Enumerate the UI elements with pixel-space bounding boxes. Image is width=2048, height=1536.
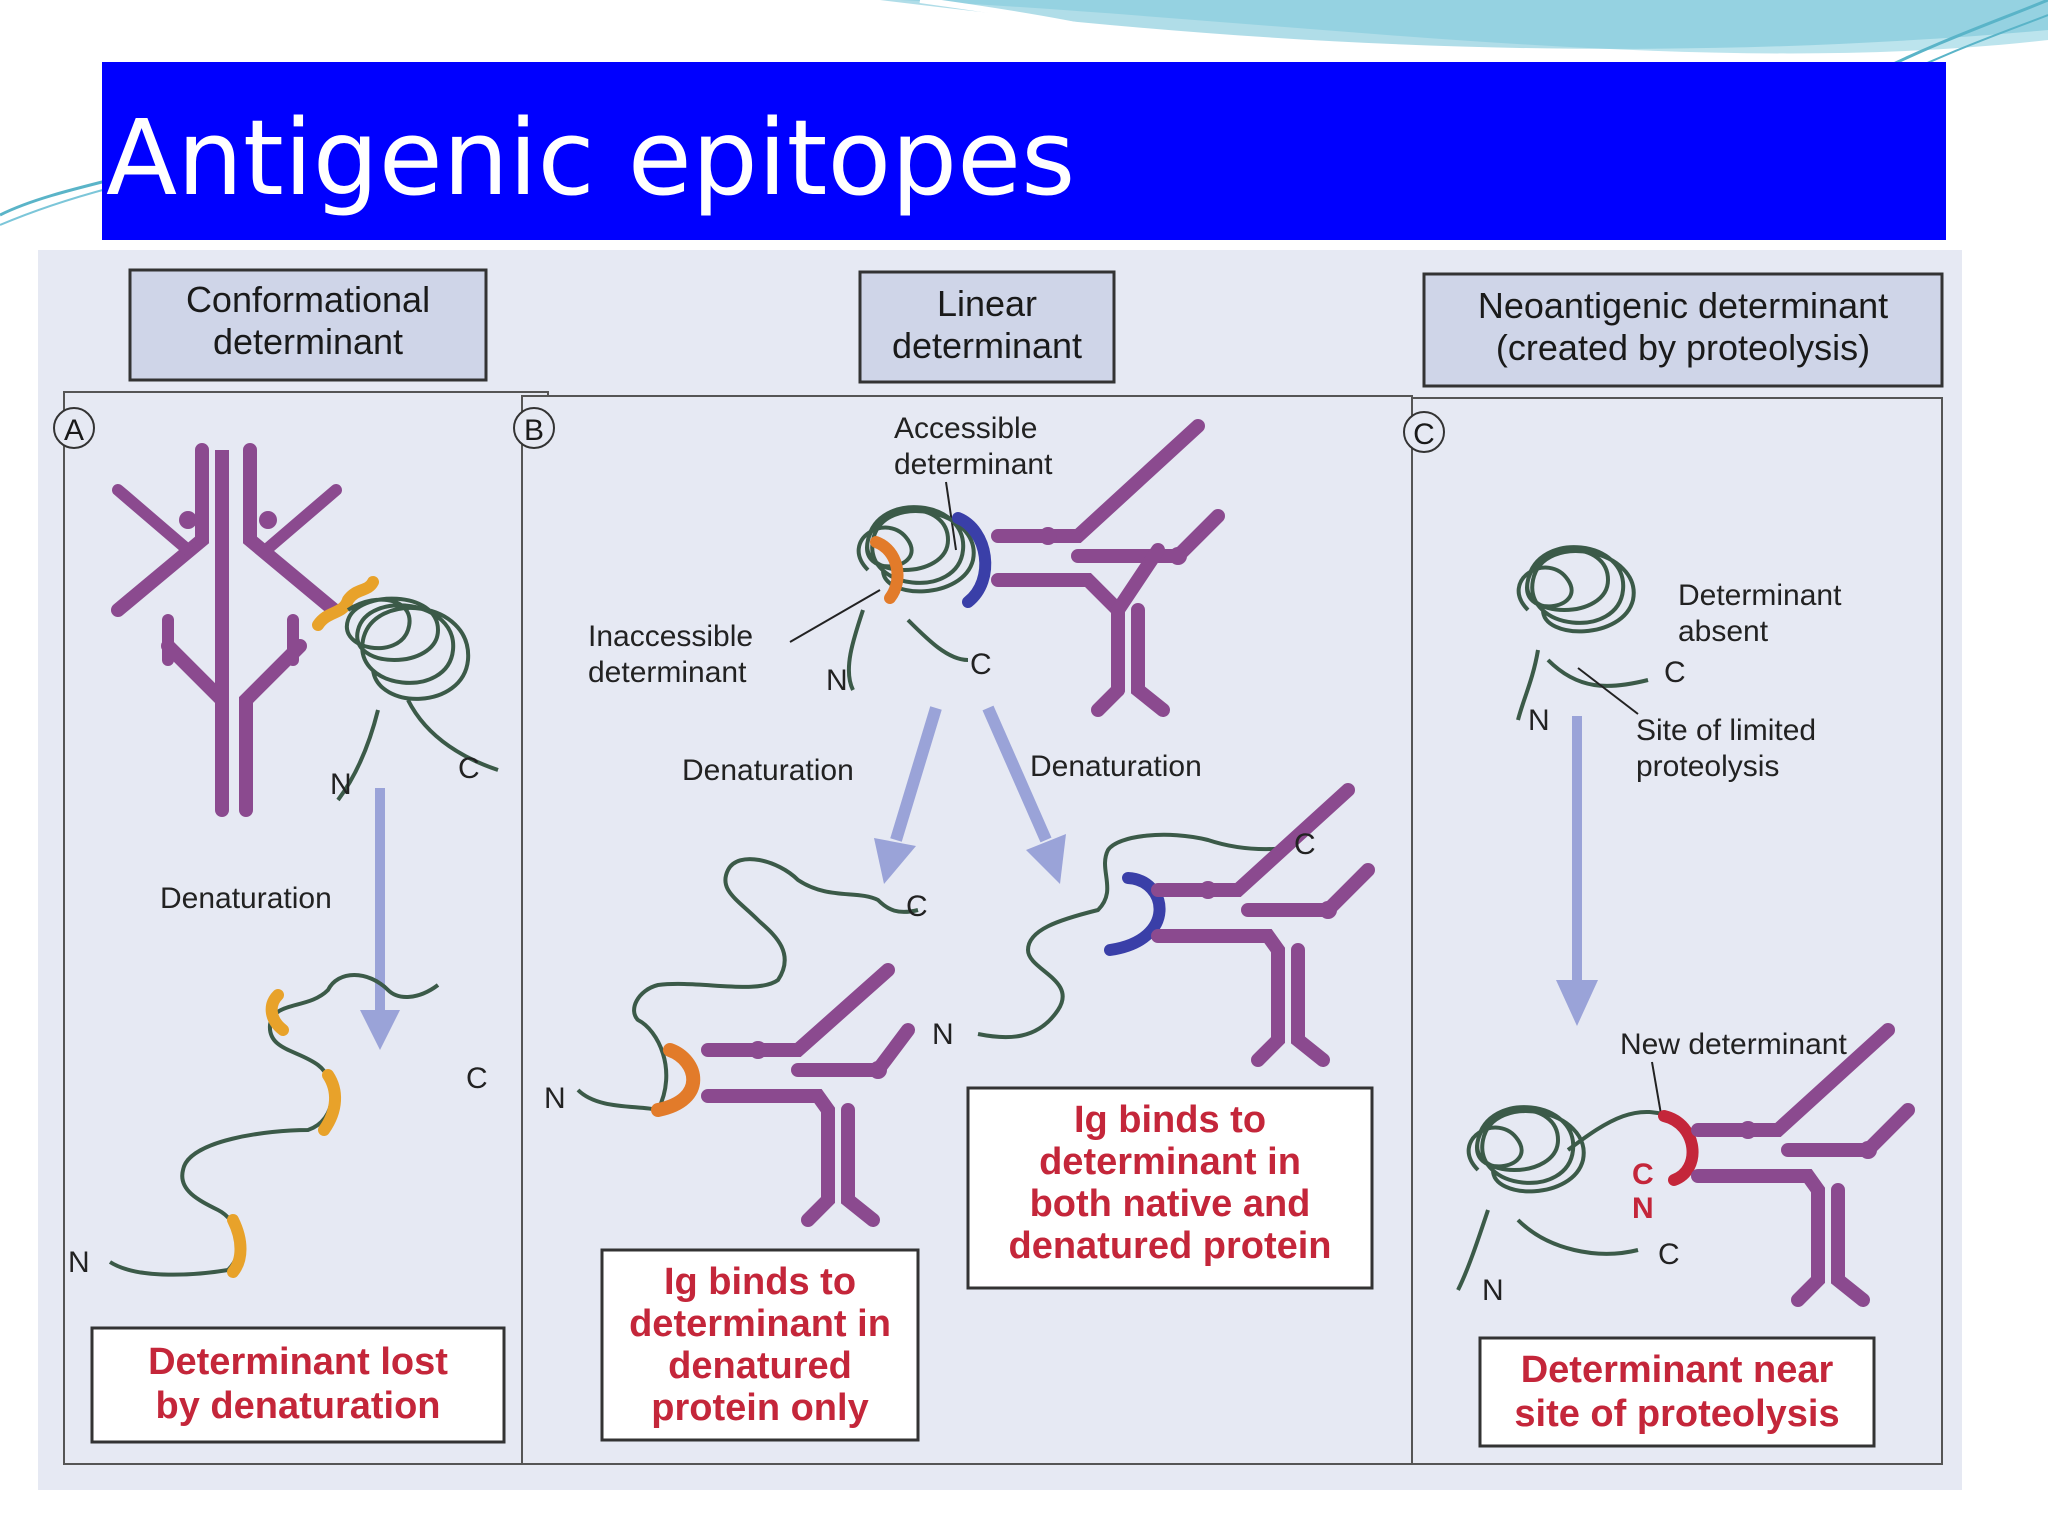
panel-a-header-line2: determinant — [213, 321, 403, 362]
title-bar: Antigenic epitopes — [102, 62, 1946, 240]
panel-c-absent-line1: Determinant — [1678, 579, 1842, 612]
panel-a-frame — [64, 392, 548, 1464]
panel-b-c-right: C — [1294, 828, 1316, 861]
panel-a-letter: A — [64, 414, 84, 447]
panel-b-arrow-right-label: Denaturation — [1030, 750, 1202, 783]
panel-a-n-top: N — [330, 768, 352, 801]
slide-title: Antigenic epitopes — [106, 106, 1075, 210]
panel-b-inaccessible-line1: Inaccessible — [588, 620, 753, 653]
panel-c-header-line2: (created by proteolysis) — [1496, 327, 1870, 368]
panel-b-header-line1: Linear — [937, 283, 1037, 324]
panel-b-result-right-line4: denatured protein — [1008, 1225, 1331, 1267]
panel-a-n-bottom: N — [68, 1246, 90, 1279]
panel-c-c-top: C — [1664, 656, 1686, 689]
panel-c-result-line2: site of proteolysis — [1514, 1393, 1839, 1435]
panel-c-c-bottom: C — [1658, 1238, 1680, 1271]
epitope-figure: Conformational determinant A N C — [38, 250, 1962, 1490]
panel-c-site-line2: proteolysis — [1636, 750, 1779, 783]
panel-b: Linear determinant B Accessible determin… — [514, 272, 1412, 1464]
panel-a-result-line1: Determinant lost — [148, 1341, 448, 1383]
panel-c-absent-line2: absent — [1678, 615, 1769, 648]
panel-c-result-line1: Determinant near — [1521, 1349, 1834, 1391]
panel-c-c-new: C — [1632, 1158, 1654, 1191]
panel-b-c-left: C — [906, 890, 928, 923]
panel-b-header-line2: determinant — [892, 325, 1082, 366]
panel-c-new-label: New determinant — [1620, 1028, 1847, 1061]
panel-b-n-left: N — [544, 1082, 566, 1115]
panel-c-header-line1: Neoantigenic determinant — [1478, 285, 1888, 326]
panel-a-c-bottom: C — [466, 1062, 488, 1095]
figure-canvas: Conformational determinant A N C — [38, 250, 1962, 1490]
panel-b-result-right-line1: Ig binds to — [1074, 1099, 1266, 1141]
panel-b-inaccessible-line2: determinant — [588, 656, 747, 689]
panel-b-n-right: N — [932, 1018, 954, 1051]
panel-a-header-line1: Conformational — [186, 279, 430, 320]
panel-c: Neoantigenic determinant (created by pro… — [1404, 274, 1942, 1464]
panel-b-result-left-line2: determinant in — [629, 1303, 891, 1345]
panel-a-result-line2: by denaturation — [155, 1385, 440, 1427]
panel-b-result-left-line3: denatured — [668, 1345, 852, 1387]
panel-c-n-bottom: N — [1482, 1274, 1504, 1307]
panel-b-result-right-line3: both native and — [1030, 1183, 1311, 1225]
panel-c-n-new: N — [1632, 1192, 1654, 1225]
panel-b-result-right-line2: determinant in — [1039, 1141, 1301, 1183]
panel-a-arrow-label: Denaturation — [160, 882, 332, 915]
panel-c-site-line1: Site of limited — [1636, 714, 1816, 747]
panel-b-accessible-line1: Accessible — [894, 412, 1037, 445]
panel-b-accessible-line2: determinant — [894, 448, 1053, 481]
panel-b-n-top: N — [826, 664, 848, 697]
panel-c-letter: C — [1413, 418, 1435, 451]
panel-a-c-top: C — [458, 752, 480, 785]
panel-b-arrow-left-label: Denaturation — [682, 754, 854, 787]
panel-a: Conformational determinant A N C — [54, 270, 548, 1464]
panel-b-letter: B — [524, 414, 544, 447]
panel-b-result-left-line1: Ig binds to — [664, 1261, 856, 1303]
panel-b-result-left-line4: protein only — [651, 1387, 868, 1429]
panel-c-n-top: N — [1528, 704, 1550, 737]
panel-b-c-top: C — [970, 648, 992, 681]
